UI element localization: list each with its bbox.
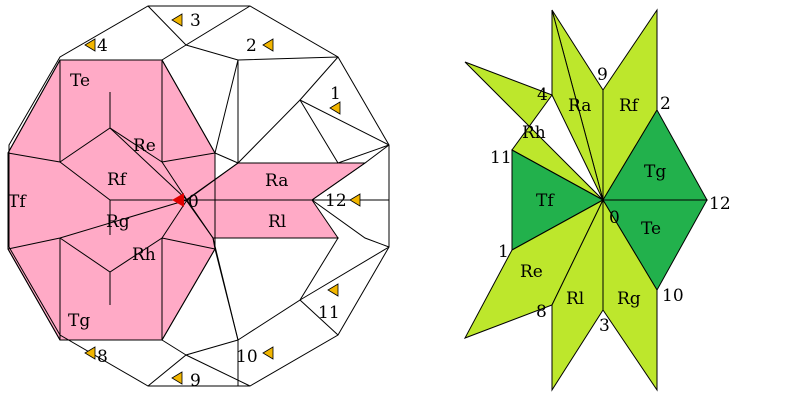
left-num-9: 9 xyxy=(190,371,201,391)
marker-2 xyxy=(262,38,274,52)
marker-11 xyxy=(327,283,339,297)
right-num-1: 1 xyxy=(498,242,509,262)
right-label-te: Te xyxy=(641,219,661,239)
marker-12 xyxy=(349,193,361,207)
left-dodecagon-figure: Te Tf Tg Re Rf Rg Rh Ra Rl 0 1 2 3 4 8 9… xyxy=(7,5,390,391)
marker-8 xyxy=(84,346,96,360)
right-label-re: Re xyxy=(520,262,543,282)
right-num-9: 9 xyxy=(597,65,608,85)
tiling-lines xyxy=(7,5,390,387)
left-num-1: 1 xyxy=(330,84,341,104)
right-label-rh: Rh xyxy=(522,123,546,143)
right-point-numbers: 1 2 3 4 8 9 10 11 12 xyxy=(490,65,731,336)
left-tile-labels: Te Tf Tg Re Rf Rg Rh Ra Rl 0 xyxy=(8,71,288,331)
left-center-label: 0 xyxy=(188,192,199,212)
right-num-10: 10 xyxy=(662,286,684,306)
left-vertex-numbers: 1 2 3 4 8 9 10 11 12 xyxy=(97,11,347,391)
vertex-markers xyxy=(84,13,361,385)
marker-3 xyxy=(171,13,183,27)
right-label-ra: Ra xyxy=(568,96,591,116)
marker-10 xyxy=(262,346,274,360)
left-num-8: 8 xyxy=(97,347,108,367)
right-center-label: 0 xyxy=(609,208,620,228)
right-label-rf: Rf xyxy=(619,96,640,116)
left-num-3: 3 xyxy=(190,11,201,31)
left-label-tf: Tf xyxy=(8,192,27,212)
piece-ra-b xyxy=(551,9,604,201)
left-num-4: 4 xyxy=(97,36,108,56)
left-label-rh: Rh xyxy=(132,245,156,265)
right-label-tf: Tf xyxy=(536,191,555,211)
left-num-10: 10 xyxy=(236,347,258,367)
right-num-4: 4 xyxy=(537,85,548,105)
marker-9 xyxy=(171,371,183,385)
left-label-rg: Rg xyxy=(106,212,130,232)
right-num-11: 11 xyxy=(490,148,512,168)
right-star-figure: Ra Rf Rh Tf Tg Te Re Rl Rg 0 1 2 3 4 8 9… xyxy=(463,8,731,392)
left-num-2: 2 xyxy=(246,36,257,56)
right-piece-labels: Ra Rf Rh Tf Tg Te Re Rl Rg 0 xyxy=(520,96,666,309)
right-num-8: 8 xyxy=(536,302,547,322)
right-label-rl: Rl xyxy=(566,289,584,309)
left-label-rl: Rl xyxy=(268,212,286,232)
center-marker xyxy=(172,193,184,207)
right-num-3: 3 xyxy=(599,316,610,336)
right-label-tg: Tg xyxy=(644,162,666,182)
left-num-11: 11 xyxy=(318,303,340,323)
left-label-re: Re xyxy=(133,136,156,156)
left-label-tg: Tg xyxy=(68,311,90,331)
left-label-te: Te xyxy=(70,71,90,91)
marker-1 xyxy=(329,101,341,115)
piece-rg xyxy=(602,198,658,392)
right-num-2: 2 xyxy=(660,94,671,114)
left-label-ra: Ra xyxy=(265,171,288,191)
left-num-12: 12 xyxy=(325,191,347,211)
right-label-rg: Rg xyxy=(617,289,641,309)
left-label-rf: Rf xyxy=(107,170,128,190)
right-num-12: 12 xyxy=(709,194,731,214)
marker-4 xyxy=(84,38,96,52)
